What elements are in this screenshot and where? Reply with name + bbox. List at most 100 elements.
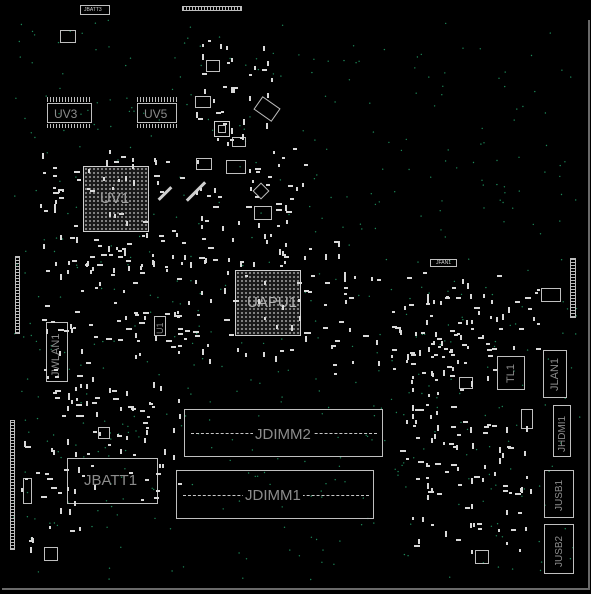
via xyxy=(158,119,160,121)
smd-pad xyxy=(81,290,84,292)
via xyxy=(229,57,231,60)
smd-pad xyxy=(71,328,73,333)
smd-pad xyxy=(64,330,69,332)
u1-chip[interactable]: U1 xyxy=(154,316,166,336)
via xyxy=(272,52,274,55)
chip-small-j[interactable] xyxy=(44,547,58,561)
smd-pad xyxy=(473,523,475,527)
via xyxy=(166,413,168,415)
chip-top-center[interactable] xyxy=(214,121,230,137)
via xyxy=(410,523,412,525)
via xyxy=(390,288,393,291)
via xyxy=(575,199,577,201)
via xyxy=(49,522,51,524)
top-edge-connector[interactable] xyxy=(182,6,242,11)
via xyxy=(94,22,97,24)
via xyxy=(479,48,481,50)
smd-pad xyxy=(471,478,473,484)
via xyxy=(496,523,499,525)
smd-pad xyxy=(435,463,441,465)
smd-pad xyxy=(86,263,88,267)
smd-pad xyxy=(419,350,421,356)
smd-pad xyxy=(113,268,115,273)
smd-pad xyxy=(124,253,126,256)
smd-pad xyxy=(99,432,101,436)
jbatt3-connector[interactable]: JBATT3 xyxy=(80,5,110,15)
chip-small-g[interactable] xyxy=(60,30,76,43)
smd-pad xyxy=(92,377,94,382)
chip-small-d[interactable] xyxy=(196,158,212,170)
jusb2-connector[interactable]: JUSB2 xyxy=(544,524,574,574)
via xyxy=(37,396,39,398)
smd-pad xyxy=(81,349,83,354)
uv3-chip[interactable]: UV3 xyxy=(47,103,92,123)
uv1-bga-chip[interactable]: UV1 xyxy=(83,166,149,232)
tl1-transformer[interactable]: TL1 xyxy=(497,356,525,390)
via xyxy=(143,112,145,115)
via xyxy=(175,216,178,218)
smd-pad xyxy=(255,168,261,170)
left-edge-connector-1[interactable] xyxy=(15,256,20,334)
smd-pad xyxy=(152,254,154,257)
chip-small-b[interactable] xyxy=(232,137,246,147)
smd-pad xyxy=(196,191,198,195)
chip-small-i[interactable] xyxy=(98,427,110,439)
via xyxy=(126,97,128,99)
via xyxy=(124,468,126,470)
smd-pad xyxy=(412,405,414,411)
smd-pad xyxy=(184,338,187,340)
right-small-chip[interactable] xyxy=(541,288,561,302)
jbatt1-connector[interactable]: JBATT1 xyxy=(67,458,158,504)
via xyxy=(497,566,500,568)
smd-pad xyxy=(407,277,412,279)
smd-pad xyxy=(451,354,455,356)
smd-pad xyxy=(255,196,259,198)
left-edge-connector-2[interactable] xyxy=(10,420,15,550)
smd-pad xyxy=(536,348,541,350)
via xyxy=(97,450,100,453)
smd-pad xyxy=(126,260,131,262)
via xyxy=(348,244,350,246)
chip-small-a[interactable] xyxy=(195,96,211,108)
smd-pad xyxy=(488,355,493,357)
smd-pad xyxy=(233,300,239,302)
via xyxy=(14,195,16,197)
chip-small-f[interactable] xyxy=(254,206,272,220)
smd-pad xyxy=(132,164,134,169)
smd-pad xyxy=(499,458,501,464)
via xyxy=(29,322,31,325)
jlan1-connector[interactable]: JLAN1 xyxy=(543,350,567,398)
chip-small-e[interactable] xyxy=(206,60,220,72)
via xyxy=(15,97,17,100)
smd-pad xyxy=(426,465,430,467)
jusb1-connector[interactable]: JUSB1 xyxy=(544,470,574,518)
via xyxy=(534,90,536,93)
chip-small-c[interactable] xyxy=(226,160,246,174)
smd-pad xyxy=(146,430,148,435)
jdimm2-slot[interactable]: JDIMM2 xyxy=(184,409,383,457)
via xyxy=(449,260,451,262)
smd-pad xyxy=(118,256,123,258)
smd-pad xyxy=(124,248,126,253)
smd-pad xyxy=(90,270,92,274)
smd-pad xyxy=(178,351,180,354)
left-small-connector[interactable] xyxy=(23,478,32,504)
via xyxy=(468,478,470,480)
smd-pad xyxy=(145,479,149,481)
jfan1-connector[interactable]: JFAN1 xyxy=(430,259,457,267)
uapu1-bga-chip[interactable]: UAPU1 xyxy=(235,270,301,336)
via xyxy=(516,108,518,110)
jdimm1-slot[interactable]: JDIMM1 xyxy=(176,470,374,519)
right-edge-connector[interactable] xyxy=(570,258,576,318)
via xyxy=(238,500,241,502)
via xyxy=(441,200,443,202)
smd-pad xyxy=(431,488,433,493)
smd-pad xyxy=(452,287,456,289)
via xyxy=(209,401,211,403)
jhdmi1-connector[interactable]: JHDMI1 xyxy=(553,405,571,457)
uv5-chip[interactable]: UV5 xyxy=(137,103,177,123)
jwlan1-connector[interactable]: JWLAN1 xyxy=(46,322,68,382)
smd-pad xyxy=(456,445,458,450)
chip-small-k[interactable] xyxy=(475,550,489,564)
